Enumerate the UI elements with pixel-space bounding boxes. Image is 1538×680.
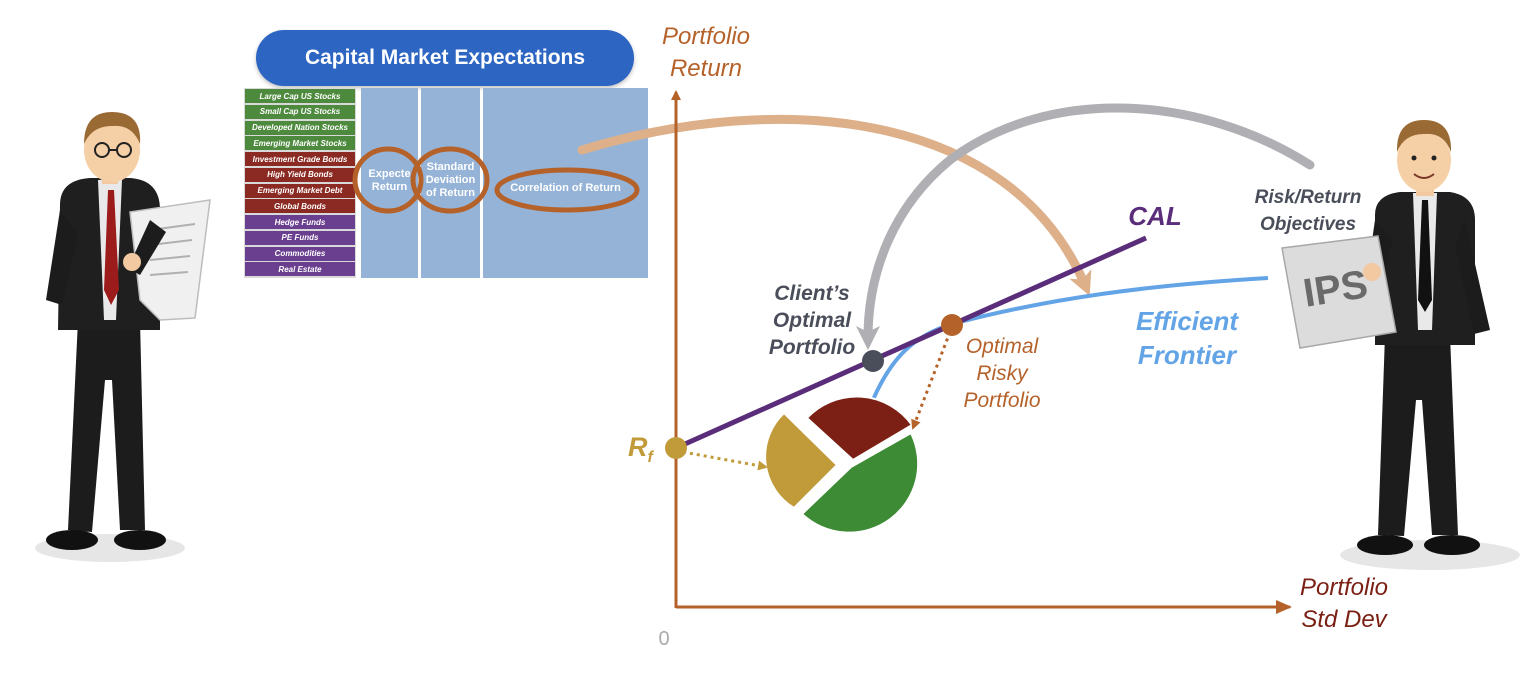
asset-class-row: Hedge Funds	[245, 215, 355, 229]
asset-class-row: Developed Nation Stocks	[245, 120, 355, 135]
rf-to-pie-arrow	[682, 450, 768, 471]
asset-class-row: Large Cap US Stocks	[245, 89, 355, 103]
y-axis-label-1: Portfolio	[662, 23, 750, 50]
optimal-risky-label-2: Risky	[976, 362, 1029, 385]
expected-return-highlight	[352, 146, 424, 214]
cme-title: Capital Market Expectations	[256, 30, 634, 86]
std-dev-line3: of Return	[426, 187, 475, 199]
std-dev-column: Standard Deviation of Return	[421, 88, 480, 278]
investor-reading-figure	[35, 112, 211, 562]
asset-class-row: Emerging Market Stocks	[245, 136, 355, 151]
correlation-label: Correlation of Return	[510, 182, 621, 194]
correlation-highlight	[494, 167, 640, 213]
asset-class-row: Real Estate	[245, 262, 355, 277]
expected-return-column: Expecte Return	[361, 88, 418, 278]
cal-line	[674, 235, 1148, 451]
advisor-ips-figure: IPS	[1281, 120, 1520, 570]
efficient-frontier-label-1: Efficient	[1136, 306, 1239, 336]
std-dev-line2: Deviation	[425, 174, 476, 186]
origin-label: 0	[658, 628, 669, 650]
asset-class-row: High Yield Bonds	[245, 167, 355, 182]
asset-class-row: Commodities	[245, 246, 355, 261]
pie-slice-red	[805, 395, 914, 462]
asset-class-row: Global Bonds	[245, 199, 355, 214]
expected-return-line2: Return	[371, 181, 408, 193]
client-label-2: Optimal	[773, 309, 852, 332]
optimal-risky-label-3: Portfolio	[963, 389, 1040, 412]
cme-to-frontier-arrow	[577, 115, 1092, 297]
asset-class-row: PE Funds	[245, 230, 355, 245]
std-dev-highlight	[410, 146, 490, 214]
client-label-1: Client’s	[774, 282, 849, 305]
rf-label: Rf	[628, 432, 655, 466]
optimal-risky-label-1: Optimal	[966, 335, 1040, 358]
client-label-3: Portfolio	[769, 336, 855, 359]
correlation-column: Correlation of Return	[483, 88, 648, 278]
optimal-risky-point	[941, 314, 963, 336]
asset-class-row: Small Cap US Stocks	[245, 104, 355, 119]
x-axis-label-1: Portfolio	[1300, 574, 1388, 601]
optimal-to-pie-arrow	[911, 331, 952, 430]
risk-return-label-2: Objectives	[1260, 214, 1356, 235]
risk-return-label-1: Risk/Return	[1255, 187, 1362, 208]
pie-slice-green	[800, 431, 920, 534]
client-optimal-point	[862, 350, 884, 372]
std-dev-line1: Standard	[426, 161, 475, 173]
ips-to-client-arrow	[856, 103, 1315, 350]
ips-document: IPS	[1281, 235, 1397, 349]
rf-point	[665, 437, 687, 459]
efficient-frontier-label-2: Frontier	[1138, 340, 1238, 370]
ips-label: IPS	[1300, 262, 1371, 316]
efficient-frontier-curve	[870, 276, 1269, 403]
cal-label: CAL	[1128, 201, 1181, 231]
x-axis-label-2: Std Dev	[1301, 606, 1388, 633]
allocation-pie	[764, 395, 920, 534]
asset-class-row: Investment Grade Bonds	[245, 152, 355, 166]
asset-class-row: Emerging Market Debt	[245, 183, 355, 198]
y-axis-label-2: Return	[670, 55, 742, 82]
expected-return-line1: Expecte	[368, 168, 411, 180]
